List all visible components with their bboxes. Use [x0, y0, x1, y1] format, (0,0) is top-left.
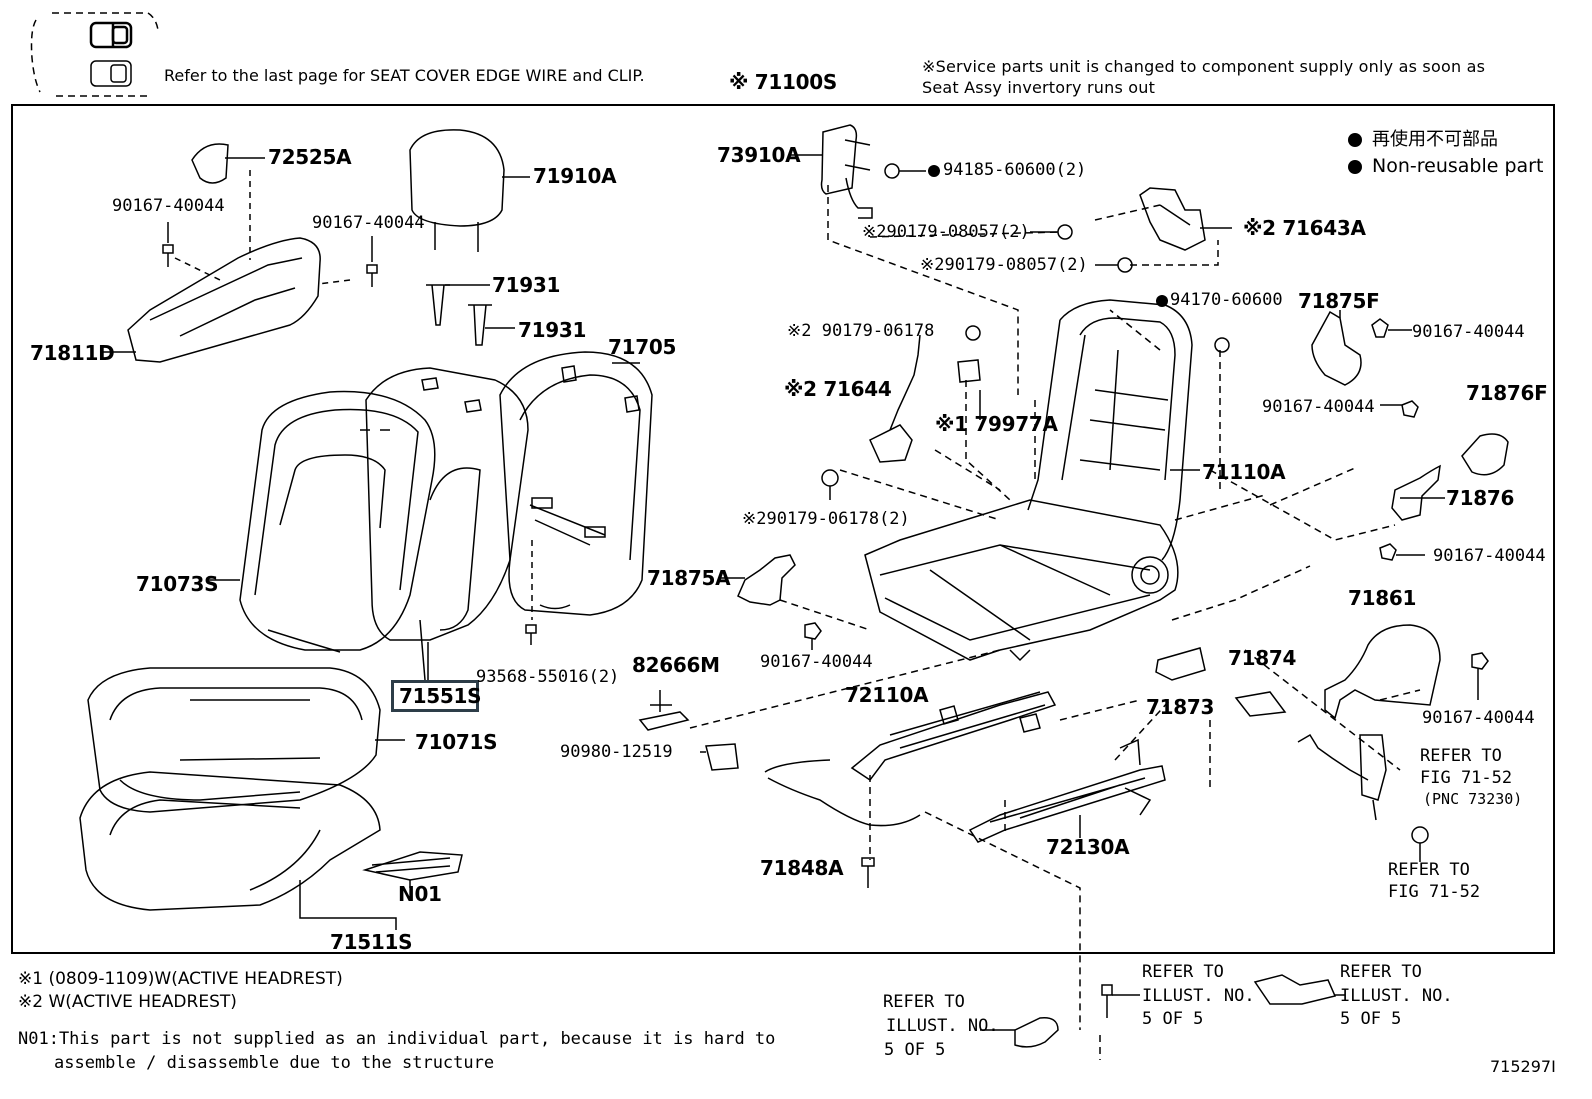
part-71931[interactable]: 71931 — [518, 318, 587, 342]
footnote-2: ※2 W(ACTIVE HEADREST) — [18, 992, 237, 1012]
refer-illust-page: 5 OF 5 — [884, 1040, 946, 1060]
part-71073S[interactable]: 71073S — [136, 572, 219, 596]
non-reusable-dot-icon — [1156, 295, 1168, 307]
clip-icon — [89, 21, 133, 49]
part-90167-40044[interactable]: 90167-40044 — [112, 196, 225, 216]
part-71811D[interactable]: 71811D — [30, 341, 115, 365]
part-71875F[interactable]: 71875F — [1298, 289, 1380, 313]
part-71876F[interactable]: 71876F — [1466, 381, 1548, 405]
part-71875A[interactable]: 71875A — [647, 566, 731, 590]
part-72110A[interactable]: 72110A — [845, 683, 929, 707]
non-reusable-dot-icon — [1348, 160, 1362, 174]
part-90179-08057[interactable]: ※290179-08057(2) — [862, 222, 1030, 242]
refer-illust-link[interactable]: ILLUST. NO. — [1142, 986, 1255, 1006]
part-71644[interactable]: ※2 71644 — [784, 377, 892, 401]
part-94185-60600[interactable]: 94185-60600(2) — [943, 160, 1087, 180]
part-71071S[interactable]: 71071S — [415, 730, 498, 754]
footnote-1: ※1 (0809-1109)W(ACTIVE HEADREST) — [18, 969, 343, 989]
part-94170-60600[interactable]: 94170-60600 — [1170, 290, 1283, 310]
part-N01[interactable]: N01 — [398, 882, 442, 906]
part-79977A[interactable]: ※1 79977A — [935, 412, 1058, 436]
footnote-n01-line2: assemble / disassemble due to the struct… — [54, 1053, 495, 1073]
refer-illust-line1: REFER TO — [1340, 962, 1422, 982]
part-90179-08057[interactable]: ※290179-08057(2) — [920, 255, 1088, 275]
diagram-id: 715297I — [1490, 1057, 1556, 1076]
part-93568-55016[interactable]: 93568-55016(2) — [476, 667, 620, 687]
part-90167-40044[interactable]: 90167-40044 — [312, 213, 425, 233]
refer-fig-link[interactable]: FIG 71-52 — [1420, 768, 1513, 788]
part-90167-40044[interactable]: 90167-40044 — [1422, 708, 1535, 728]
part-90167-40044[interactable]: 90167-40044 — [1262, 397, 1375, 417]
service-note-line1: ※Service parts unit is changed to compon… — [922, 57, 1486, 76]
part-82666M[interactable]: 82666M — [632, 653, 720, 677]
part-71705[interactable]: 71705 — [608, 335, 677, 359]
part-71876[interactable]: 71876 — [1446, 486, 1515, 510]
part-90167-40044[interactable]: 90167-40044 — [1412, 322, 1525, 342]
part-90980-12519[interactable]: 90980-12519 — [560, 742, 673, 762]
part-72525A[interactable]: 72525A — [268, 145, 352, 169]
part-71643A[interactable]: ※2 71643A — [1243, 216, 1366, 240]
part-90179-06178[interactable]: ※2 90179-06178 — [787, 321, 935, 341]
clip-note: Refer to the last page for SEAT COVER ED… — [164, 66, 645, 85]
part-90167-40044[interactable]: 90167-40044 — [760, 652, 873, 672]
highlight-box — [391, 680, 479, 712]
non-reusable-dot-icon — [1348, 133, 1362, 147]
non-reusable-dot-icon — [928, 165, 940, 177]
refer-fig-line1: REFER TO — [1388, 860, 1470, 880]
part-71874[interactable]: 71874 — [1228, 646, 1297, 670]
service-note-line2: Seat Assy invertory runs out — [922, 78, 1156, 97]
refer-illust-line1: REFER TO — [1142, 962, 1224, 982]
part-71873[interactable]: 71873 — [1146, 695, 1215, 719]
legend-jp: 再使用不可部品 — [1372, 129, 1498, 150]
refer-fig-pnc: (PNC 73230) — [1423, 790, 1523, 808]
footnote-n01-line1: N01:This part is not supplied as an indi… — [18, 1029, 776, 1049]
part-71910A[interactable]: 71910A — [533, 164, 617, 188]
part-71551S[interactable]: 71551S — [399, 684, 482, 708]
part-73910A[interactable]: 73910A — [717, 143, 801, 167]
assembly-label: ※ 71100S — [729, 70, 837, 94]
part-90167-40044[interactable]: 90167-40044 — [1433, 546, 1546, 566]
edge-wire-icon — [90, 60, 132, 87]
refer-fig-link[interactable]: FIG 71-52 — [1388, 882, 1481, 902]
part-71511S[interactable]: 71511S — [330, 930, 413, 954]
refer-illust-link[interactable]: ILLUST. NO. — [1340, 986, 1453, 1006]
part-71861[interactable]: 71861 — [1348, 586, 1417, 610]
refer-illust-line1: REFER TO — [883, 992, 965, 1012]
refer-illust-page: 5 OF 5 — [1340, 1009, 1402, 1029]
refer-fig-line1: REFER TO — [1420, 746, 1502, 766]
part-71931[interactable]: 71931 — [492, 273, 561, 297]
part-71110A[interactable]: 71110A — [1202, 460, 1286, 484]
legend-en: Non-reusable part — [1372, 155, 1544, 177]
part-71848A[interactable]: 71848A — [760, 856, 844, 880]
refer-illust-link[interactable]: ILLUST. NO. — [886, 1016, 999, 1036]
refer-illust-page: 5 OF 5 — [1142, 1009, 1204, 1029]
part-72130A[interactable]: 72130A — [1046, 835, 1130, 859]
part-90179-06178[interactable]: ※290179-06178(2) — [742, 509, 910, 529]
